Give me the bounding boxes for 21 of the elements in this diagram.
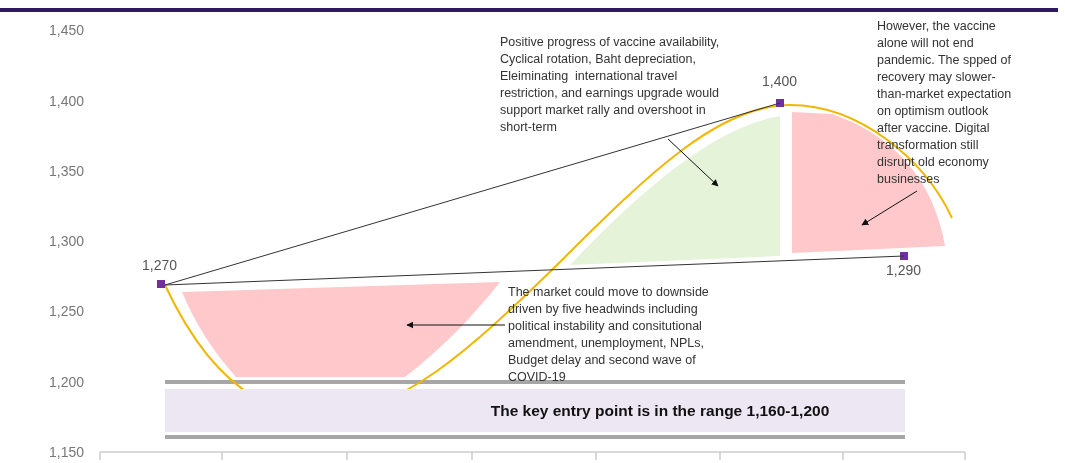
axis-tick-label: 1,200	[47, 374, 84, 390]
axis-tick-label: 1,450	[47, 22, 84, 38]
axis-tick-label: 1,350	[47, 163, 84, 179]
shaded-area	[570, 116, 780, 265]
axis-tick-label: 1,150	[47, 444, 84, 460]
value-label: 1,400	[762, 73, 798, 89]
callout-text: Positive progress of vaccine availability, Cyclical rotation, Baht depreciation, Eleiminating international travel restriction, and earnings upgrade would support market rally and overshoot in short-term	[500, 34, 732, 136]
axis-tick-label: 1,300	[47, 233, 84, 249]
leader-arrow	[406, 321, 506, 329]
shaded-area	[182, 282, 500, 377]
data-point-marker	[157, 280, 165, 288]
axis-tick-label: 1,400	[47, 93, 84, 109]
axis-tick-label: 1,250	[47, 303, 84, 319]
data-point-marker	[900, 252, 908, 260]
leader-arrow	[667, 138, 719, 187]
data-point-marker	[776, 99, 784, 107]
leader-arrow	[861, 190, 918, 226]
connector-line	[164, 255, 905, 286]
value-label: 1,290	[886, 262, 922, 278]
range-band: The key entry point is in the range 1,160-1,200	[165, 389, 905, 432]
value-label: 1,270	[142, 257, 178, 273]
